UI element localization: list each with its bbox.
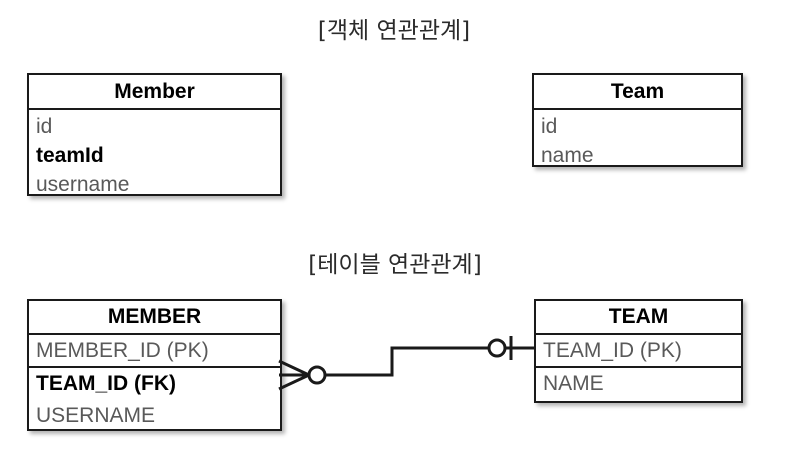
table-model-title: [테이블 연관관계]: [308, 252, 482, 278]
column-team-id-pk: TEAM_ID (PK): [536, 333, 741, 366]
column-member-team-id-fk: TEAM_ID (FK): [29, 366, 280, 399]
field-member-id: id: [36, 114, 53, 138]
crows-foot-many-icon: [278, 359, 310, 391]
field-member-teamid: teamId: [36, 143, 104, 167]
optional-circle-team-side: [487, 338, 507, 358]
field-team-id: id: [541, 114, 558, 138]
relationship-path: [325, 346, 489, 377]
column-member-username: USERNAME: [36, 403, 156, 427]
entity-member-object: Member id teamId username: [27, 73, 282, 196]
entity-body-team-object: id name: [534, 108, 741, 170]
entity-header-team-object: Team: [610, 79, 665, 103]
object-model-title: [객체 연관관계]: [317, 18, 471, 44]
entity-header-team-table: TEAM: [608, 305, 669, 328]
entity-member-table: MEMBER MEMBER_ID (PK) TEAM_ID (FK) USERN…: [27, 299, 282, 431]
entity-team-object: Team id name: [532, 73, 743, 167]
field-member-username: username: [36, 172, 130, 196]
column-team-name: NAME: [536, 366, 741, 399]
optional-circle-member-side: [307, 365, 327, 385]
column-member-id-pk: MEMBER_ID (PK): [29, 333, 280, 366]
entity-header-member-table: MEMBER: [107, 305, 202, 328]
entity-body-member-object: id teamId username: [29, 108, 280, 199]
entity-header-member-object: Member: [114, 79, 195, 103]
field-team-name: name: [541, 143, 594, 167]
entity-team-table: TEAM TEAM_ID (PK) NAME: [534, 299, 743, 403]
